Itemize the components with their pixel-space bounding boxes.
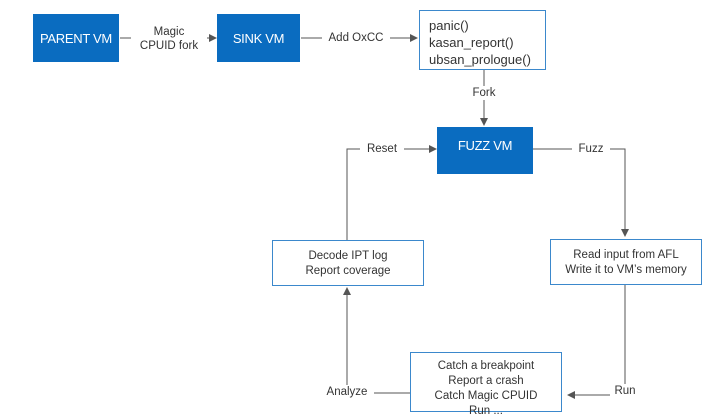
read-input-line-2: Write it to VM’s memory xyxy=(565,264,687,276)
edge-label-reset: Reset xyxy=(360,142,404,156)
edge-label-magic: Magic xyxy=(153,26,185,38)
handler-panic: panic() xyxy=(429,18,469,33)
edge-label-add-cc-text: Add OxCC xyxy=(328,32,384,44)
sink-vm-label: SINK VM xyxy=(232,30,285,46)
edge-run xyxy=(567,285,626,399)
edge-reset xyxy=(346,145,437,240)
edge-label-add-cc: Add OxCC xyxy=(322,31,390,45)
read-input-line-1: Read input from AFL xyxy=(573,249,679,261)
edge-label-run-text: Run xyxy=(614,385,636,397)
edge-label-fork-text: Fork xyxy=(472,87,496,99)
edge-label-fuzz-text: Fuzz xyxy=(578,143,604,155)
decode-line-1: Decode IPT log xyxy=(308,250,388,262)
catch-line-2: Report a crash xyxy=(448,375,524,387)
edge-label-run: Run xyxy=(610,384,640,398)
edge-fuzz xyxy=(533,148,629,237)
handler-kasan-report: kasan_report() xyxy=(429,35,514,50)
edge-label-magic-fork: Magic CPUID fork xyxy=(131,25,207,53)
edge-label-fork: Fork xyxy=(468,86,500,100)
edge-label-cpuid-fork: CPUID fork xyxy=(139,40,199,52)
fuzz-vm-label: FUZZ VM xyxy=(457,138,513,153)
decode-line-2: Report coverage xyxy=(305,265,391,277)
edge-label-fuzz: Fuzz xyxy=(572,142,610,156)
read-input-box: Read input from AFL Write it to VM’s mem… xyxy=(550,239,702,285)
fuzz-vm-box: FUZZ VM xyxy=(437,127,533,174)
edge-label-analyze: Analyze xyxy=(320,385,374,399)
parent-vm-label: PARENT VM xyxy=(40,30,112,46)
parent-vm-box: PARENT VM xyxy=(33,14,119,62)
edge-label-analyze-text: Analyze xyxy=(326,386,368,398)
catch-line-3: Catch Magic CPUID xyxy=(434,390,538,402)
sink-vm-box: SINK VM xyxy=(217,14,300,62)
crash-handlers-box: panic() kasan_report() ubsan_prologue() xyxy=(419,10,546,70)
handler-ubsan-prologue: ubsan_prologue() xyxy=(429,52,531,67)
edge-label-reset-text: Reset xyxy=(366,143,398,155)
catch-box: Catch a breakpoint Report a crash Catch … xyxy=(410,352,562,417)
edge-analyze xyxy=(343,287,410,394)
catch-line-1: Catch a breakpoint xyxy=(437,360,535,372)
decode-box: Decode IPT log Report coverage xyxy=(272,240,424,286)
catch-line-4: Run ... xyxy=(469,405,503,417)
